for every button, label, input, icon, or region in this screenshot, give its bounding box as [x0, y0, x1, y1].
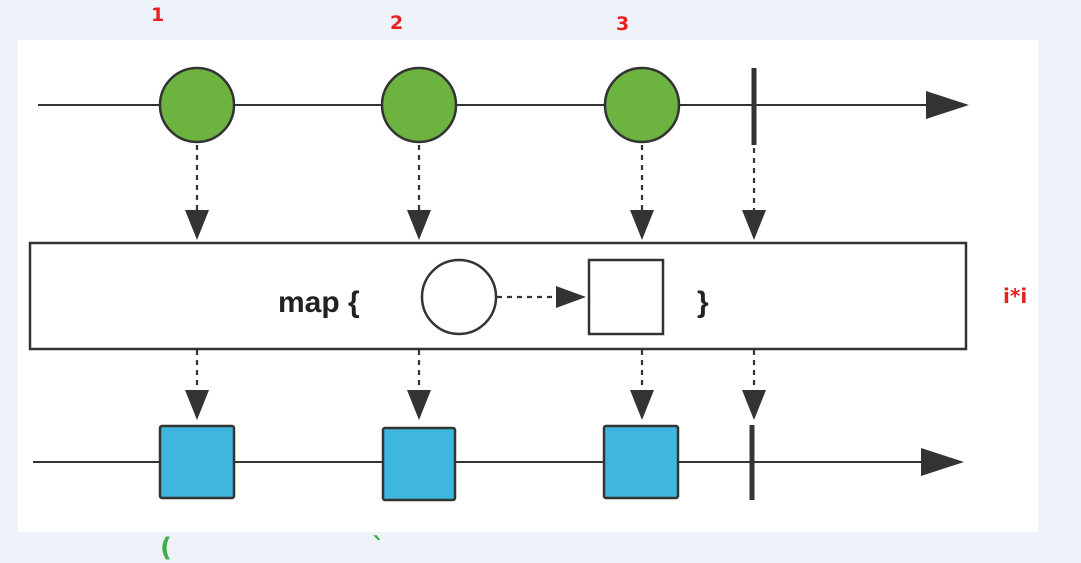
operator-inner-arrowhead — [556, 286, 586, 308]
result-marble-3 — [602, 424, 680, 500]
label-2: 2 — [390, 12, 404, 34]
source-marble-3 — [603, 66, 681, 144]
label-1: 1 — [151, 4, 165, 26]
transform-annotation: i*i — [1003, 284, 1028, 308]
label-3: 3 — [616, 13, 630, 35]
dashed-arrows-bottom — [195, 350, 756, 392]
result-timeline-arrowhead — [921, 448, 964, 476]
source-marble-2 — [380, 66, 458, 144]
operator-text: map { — [278, 286, 360, 319]
source-timeline-arrowhead — [926, 91, 969, 119]
bottom-mark-right: ˋ — [372, 533, 385, 563]
arrowheads-top — [185, 210, 766, 240]
result-marble-1 — [158, 424, 236, 500]
source-marble-1 — [158, 66, 236, 144]
dashed-arrows-top — [195, 145, 756, 212]
operator-input-circle — [420, 258, 498, 336]
bottom-mark-left: ( — [160, 533, 172, 563]
arrowheads-bottom — [185, 390, 766, 420]
operator-close-brace: } — [697, 286, 709, 319]
operator-output-square — [587, 258, 665, 336]
result-marble-2 — [381, 426, 457, 502]
